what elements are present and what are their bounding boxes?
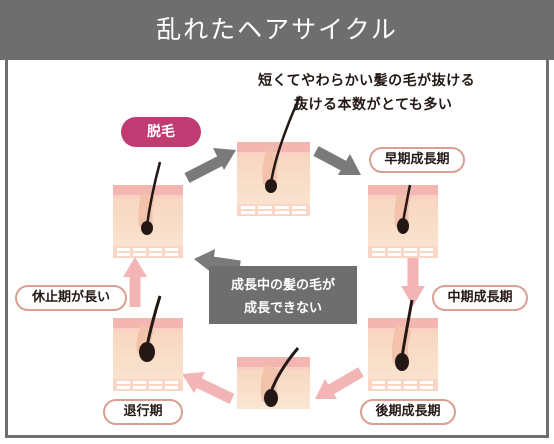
callout-line-1: 短くてやわらかい髪の毛が抜ける	[258, 73, 476, 89]
callout-line-2: 抜ける本数がとても多い	[294, 97, 453, 113]
center-note-line-1: 成長中の髪の毛が	[230, 278, 335, 293]
skin-mid	[368, 184, 438, 258]
title-banner: 乱れたヘアサイクル	[0, 0, 554, 60]
label-late-anagen: 後期成長期	[360, 399, 456, 425]
skin-shedding	[113, 161, 183, 258]
skin-telogen	[113, 295, 183, 391]
label-catagen: 退行期	[103, 399, 183, 425]
arrow-bottom-left	[182, 372, 235, 404]
skin-early	[237, 95, 310, 216]
diagram-frame	[5, 60, 549, 438]
arrow-top-left	[184, 148, 236, 183]
skin-late	[368, 299, 438, 391]
label-early-anagen: 早期成長期	[369, 147, 465, 173]
label-telogen: 休止期が長い	[15, 285, 127, 311]
arrow-left-up	[123, 257, 147, 307]
skin-catagen	[237, 347, 310, 409]
arrow-top-right	[313, 146, 361, 175]
page-title: 乱れたヘアサイクル	[156, 15, 398, 44]
arrow-bottom-right	[315, 367, 364, 399]
center-note-box: 成長中の髪の毛が 成長できない	[209, 266, 357, 324]
hair-long	[269, 95, 302, 184]
hair-falling	[145, 161, 162, 226]
label-shedding: 脱毛	[121, 117, 201, 147]
center-note-line-2: 成長できない	[243, 301, 322, 316]
label-mid-anagen: 中期成長期	[432, 285, 528, 311]
